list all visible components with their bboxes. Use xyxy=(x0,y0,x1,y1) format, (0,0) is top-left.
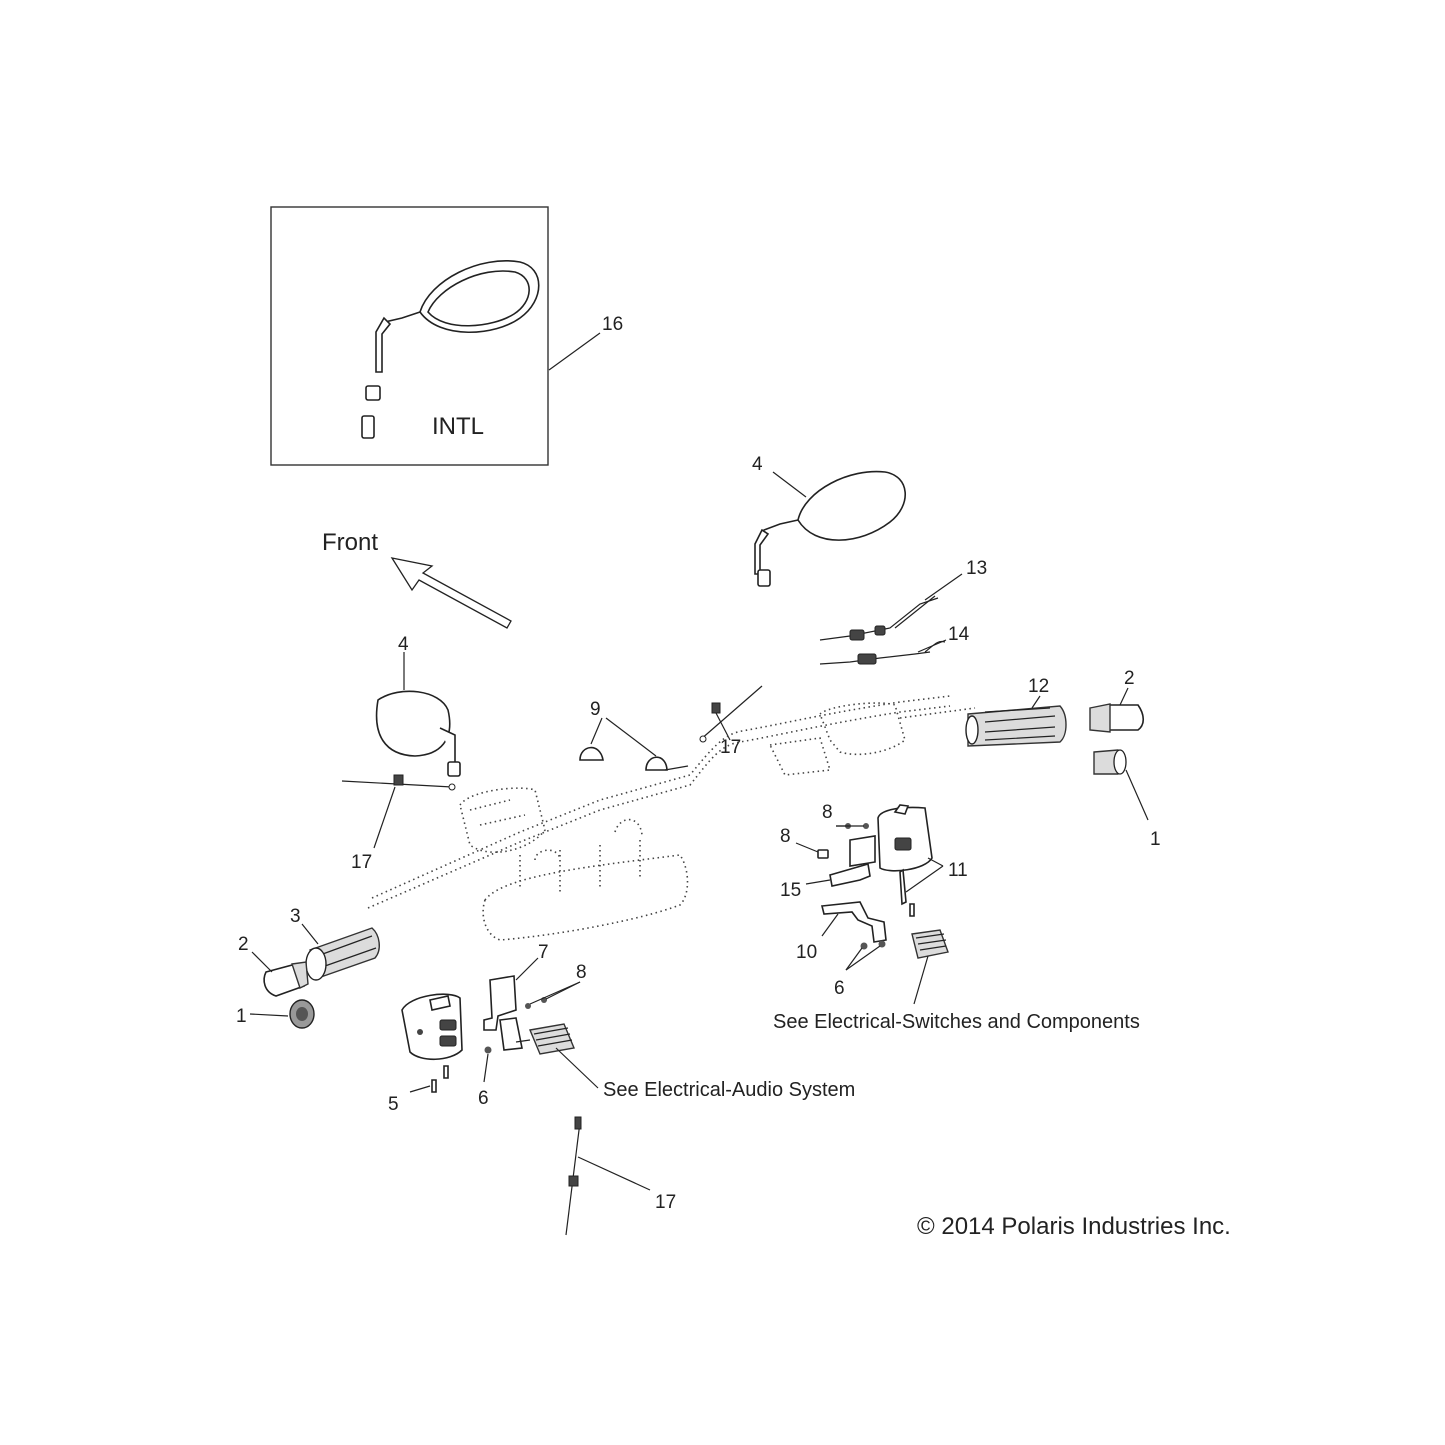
cable-14 xyxy=(819,640,946,665)
callout-5: 5 xyxy=(388,1094,399,1115)
intl-mirror xyxy=(361,260,540,439)
callout-1-right: 1 xyxy=(1150,829,1161,850)
callout-17-top: 17 xyxy=(720,737,741,758)
front-label: Front xyxy=(322,529,378,556)
callout-17-left: 17 xyxy=(351,852,372,873)
mirror-left xyxy=(375,690,461,777)
callout-11: 11 xyxy=(948,860,968,881)
cable-tie-left xyxy=(341,774,456,791)
callout-7: 7 xyxy=(538,942,549,963)
callout-2-left: 2 xyxy=(238,934,249,955)
bar-end-weight-right xyxy=(1093,749,1127,775)
callout-15: 15 xyxy=(780,880,801,901)
callout-16: 16 xyxy=(602,314,623,335)
callout-9: 9 xyxy=(590,699,601,720)
switch-left xyxy=(401,993,463,1061)
callout-6-right: 6 xyxy=(834,978,845,999)
switch-module-left xyxy=(515,1023,575,1055)
switch-right xyxy=(877,804,933,872)
callout-4-top: 4 xyxy=(752,454,763,475)
mirror-right xyxy=(754,470,906,587)
ref-audio[interactable]: See Electrical-Audio System xyxy=(603,1079,855,1101)
bar-end-left xyxy=(263,961,309,997)
callout-12: 12 xyxy=(1028,676,1049,697)
cable-tie-top xyxy=(699,685,763,743)
cable-13 xyxy=(819,595,939,641)
ref-switches[interactable]: See Electrical-Switches and Components xyxy=(773,1011,1140,1033)
callout-2-right: 2 xyxy=(1124,668,1135,689)
callout-17-bottom: 17 xyxy=(655,1192,676,1213)
copyright: © 2014 Polaris Industries Inc. xyxy=(917,1213,1231,1240)
bracket-10 xyxy=(821,901,887,943)
switch-module-right xyxy=(911,929,949,959)
callout-8-c: 8 xyxy=(576,962,587,983)
clip-9 xyxy=(579,746,689,771)
callout-14: 14 xyxy=(948,624,970,645)
front-arrow-icon xyxy=(390,557,512,629)
grip-left xyxy=(305,927,380,981)
intl-label: INTL xyxy=(432,413,484,440)
callout-3: 3 xyxy=(290,906,301,927)
nuts-8-right xyxy=(817,823,869,859)
callout-4-left: 4 xyxy=(398,634,409,655)
cable-tie-bottom xyxy=(565,1116,582,1236)
callout-8-a: 8 xyxy=(822,802,833,823)
bar-end-weight-left xyxy=(289,999,315,1029)
screws-11 xyxy=(899,868,915,917)
bar-end-right xyxy=(1089,703,1145,733)
handlebar xyxy=(367,695,976,941)
callout-13: 13 xyxy=(966,558,987,579)
callout-1-left: 1 xyxy=(236,1006,247,1027)
bracket-15 xyxy=(829,835,876,887)
bracket-7 xyxy=(483,975,523,1051)
grip-right xyxy=(965,705,1067,747)
callout-10: 10 xyxy=(796,942,817,963)
inset-box xyxy=(270,206,549,466)
callout-6-left: 6 xyxy=(478,1088,489,1109)
screws-5 xyxy=(431,1065,449,1093)
callout-8-b: 8 xyxy=(780,826,791,847)
